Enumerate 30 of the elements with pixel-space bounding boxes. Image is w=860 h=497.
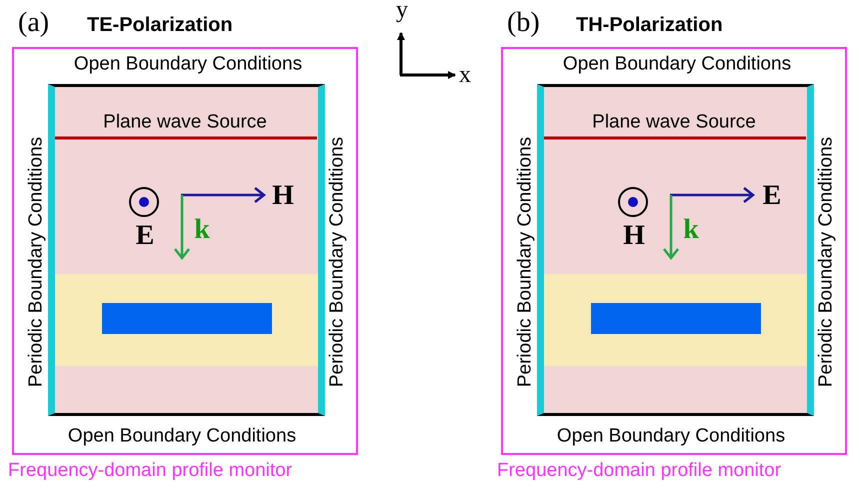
boundary-label: Periodic Boundary Conditions (328, 136, 346, 388)
boundary-label: Periodic Boundary Conditions (516, 136, 534, 388)
axis-label: y (396, 0, 408, 22)
boundary-label: Open Boundary Conditions (556, 426, 786, 446)
panel-letter: (a) (18, 9, 50, 37)
panel-title: TH-Polarization (576, 15, 723, 35)
monitor-caption: Frequency-domain profile monitor (8, 461, 292, 480)
substrate-band (55, 274, 318, 366)
field-label: k (194, 216, 210, 244)
boundary-label: Periodic Boundary Conditions (816, 136, 836, 388)
field-label: H (623, 222, 645, 250)
field-label: E (136, 222, 154, 250)
source-label: Plane wave Source (592, 112, 756, 132)
panel-title: TE-Polarization (87, 15, 233, 35)
source-label: Plane wave Source (103, 112, 267, 132)
monitor-caption: Frequency-domain profile monitor (497, 461, 782, 480)
block-shape (102, 303, 272, 334)
simulation-region (537, 84, 814, 416)
simulation-region (48, 84, 325, 416)
boundary-label: Open Boundary Conditions (68, 426, 296, 446)
panel-letter: (b) (507, 9, 540, 37)
boundary-label: Open Boundary Conditions (562, 54, 792, 74)
block-shape (591, 303, 761, 334)
boundary-label: Periodic Boundary Conditions (26, 136, 46, 388)
boundary-label: Open Boundary Conditions (74, 54, 302, 74)
field-label: k (683, 216, 699, 244)
field-label: H (272, 182, 294, 210)
field-label: E (762, 182, 782, 210)
axis-label: x (459, 63, 471, 87)
substrate-band (544, 274, 807, 366)
